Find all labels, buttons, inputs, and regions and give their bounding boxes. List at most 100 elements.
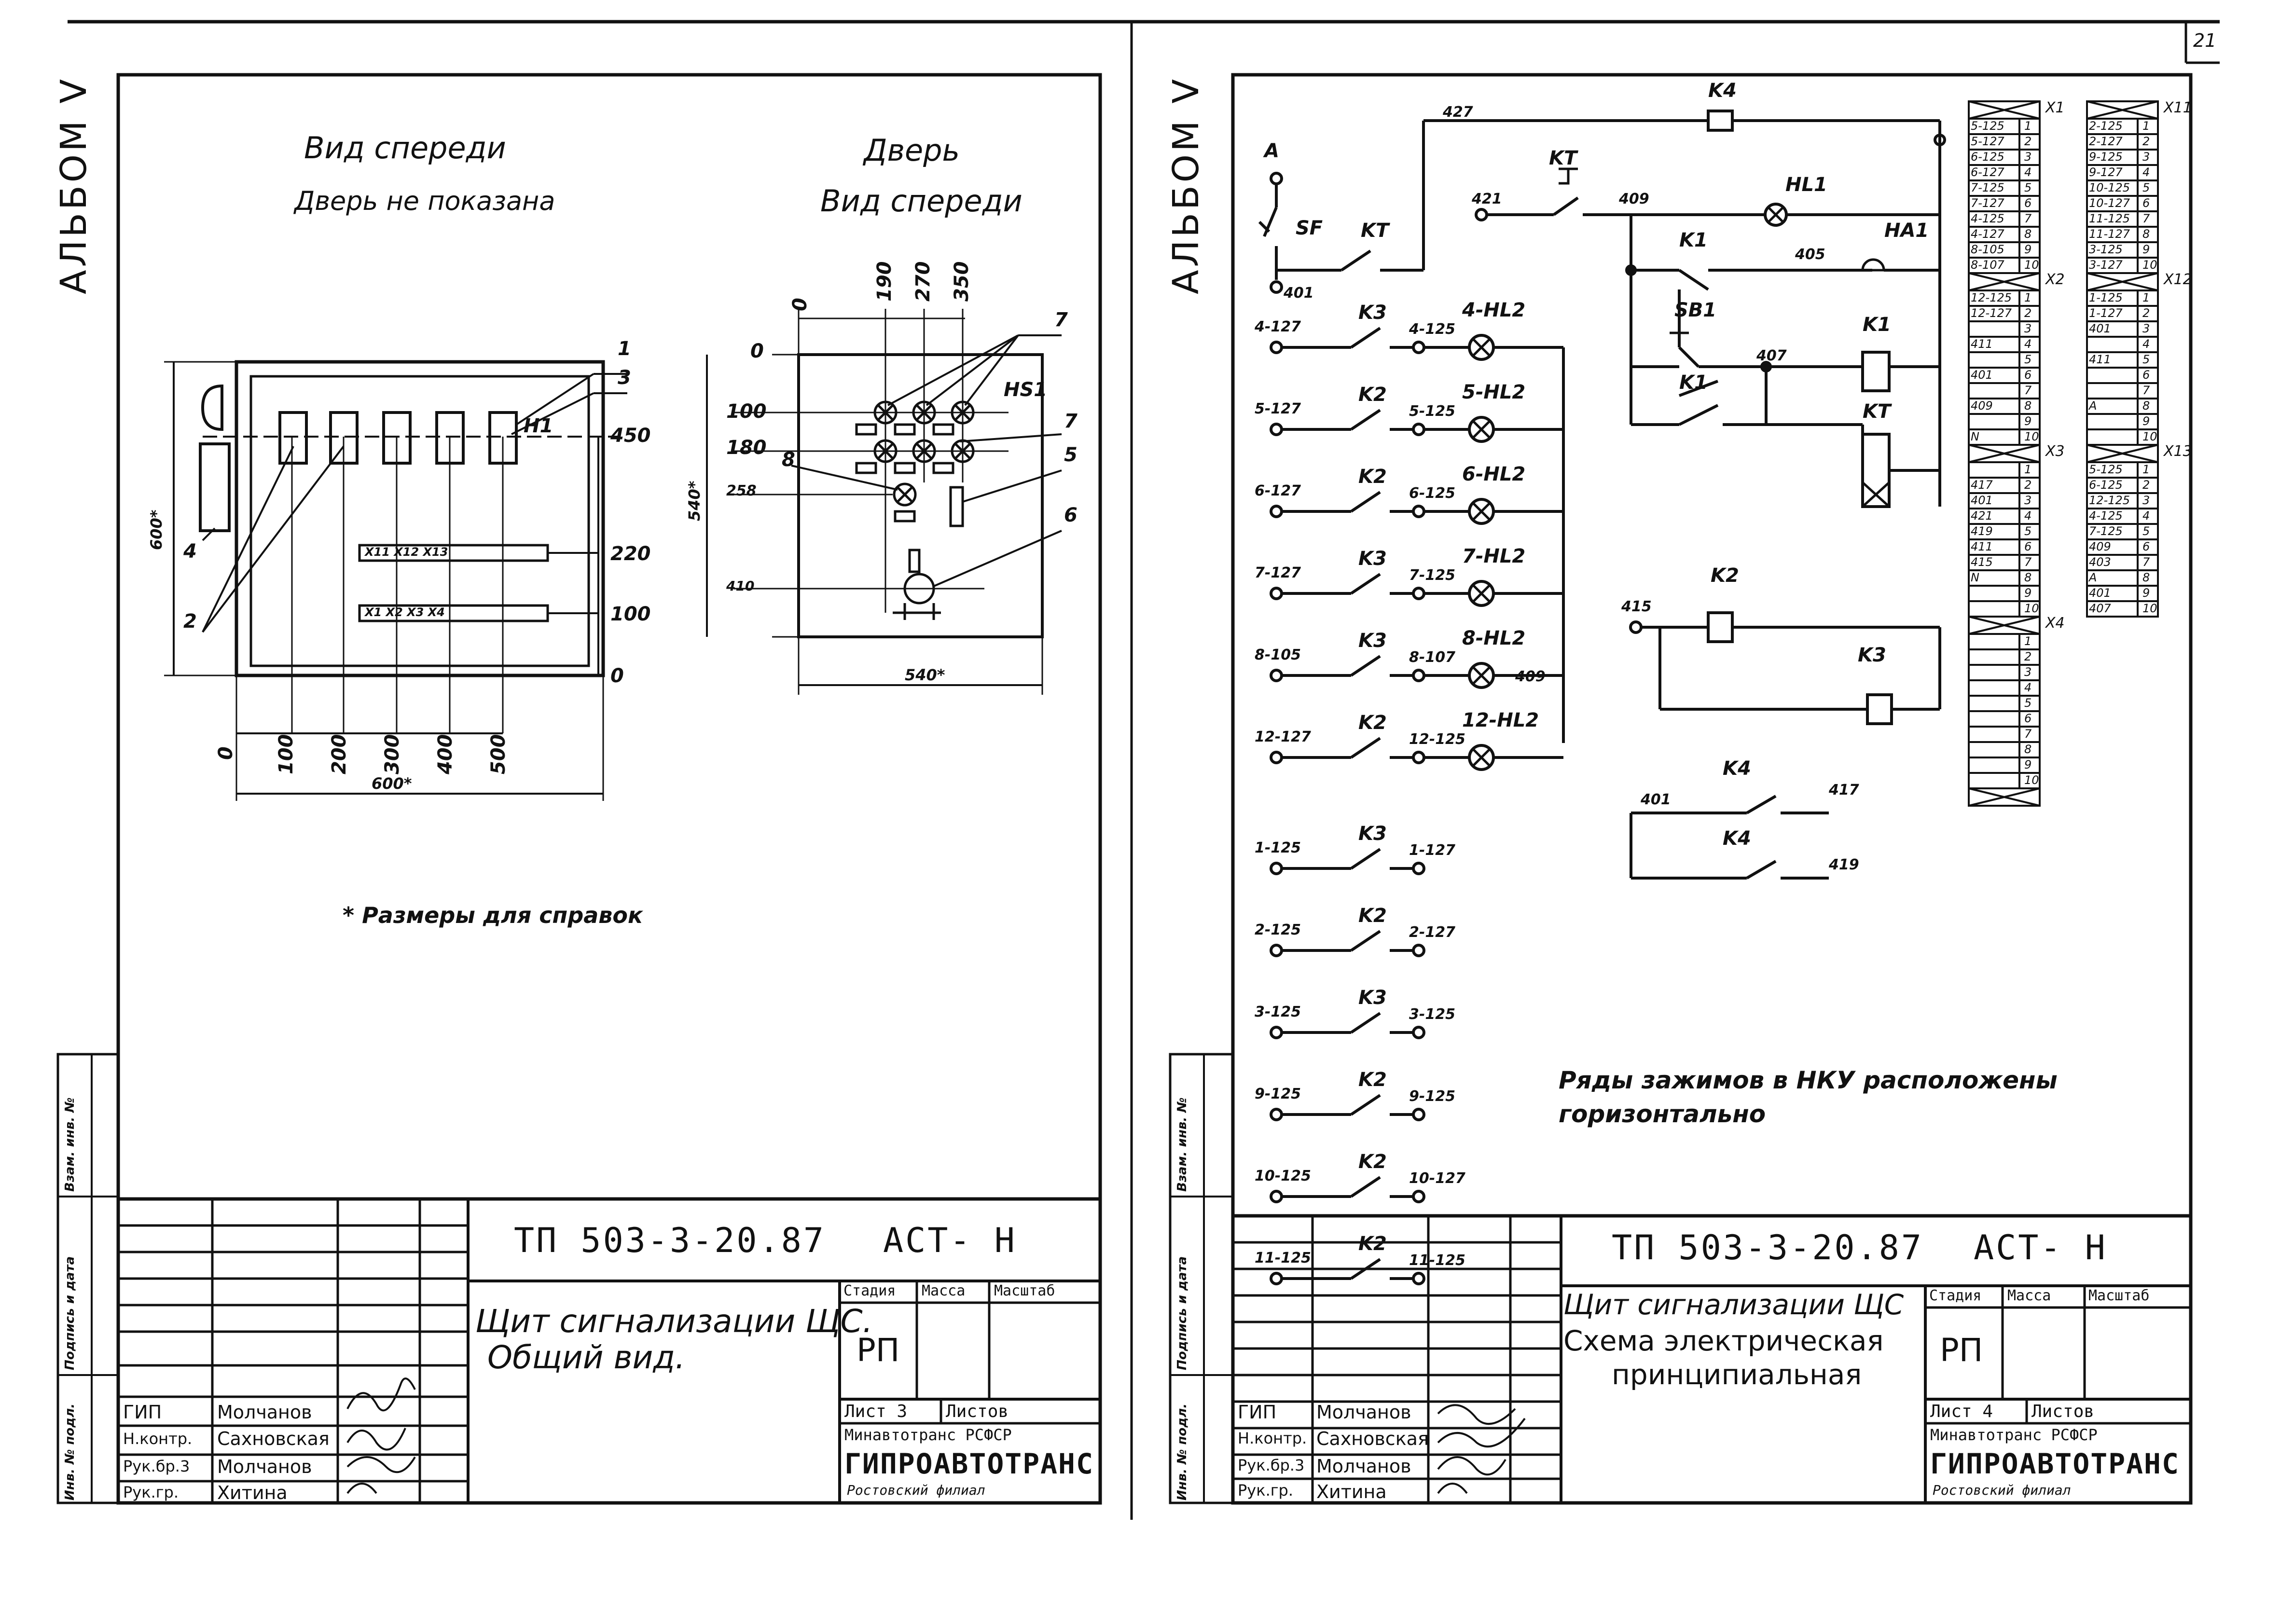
terminal-wire-cell (2086, 428, 2139, 446)
terminal-number-label: 7 (2024, 555, 2032, 569)
terminal-wire-cell (2086, 382, 2139, 399)
contact-row-mid-label: 11-125 (1409, 1252, 1465, 1269)
terminal-wire-label: 7-125 (1971, 181, 2004, 194)
right-name-1: Сахновская (1316, 1428, 1429, 1449)
door-view (706, 309, 1062, 695)
callout-1: 1 (618, 338, 631, 360)
door-dim-top-190: 190 (873, 261, 896, 302)
contact-row-relay-label: K3 (1358, 302, 1387, 324)
wire-421: 421 (1472, 191, 1502, 207)
contact-row-relay-label: K2 (1358, 1233, 1387, 1255)
door-dim-left-258: 258 (726, 482, 757, 499)
right-role-2: Рук.бр.3 (1238, 1456, 1305, 1474)
terminal-wire-label: 4-125 (1971, 212, 2004, 225)
terminal-wire-cell (1968, 679, 2020, 697)
callout-7: 7 (1054, 309, 1068, 331)
terminal-wire-label: 3-127 (2089, 258, 2123, 272)
left-stage-value: РП (857, 1332, 900, 1369)
right-org: ГИПРОАВТОТРАНС (1930, 1447, 2180, 1480)
terminal-number-label: 3 (2142, 494, 2150, 507)
terminal-number-label: 5 (2024, 353, 2032, 366)
lamp-window (278, 411, 308, 465)
terminal-number-label: 2 (2142, 135, 2150, 148)
dim-100: 100 (610, 603, 651, 625)
terminal-wire-cell (1968, 648, 2020, 666)
leader-2b (202, 445, 345, 633)
contact-row-left-label: 12-127 (1255, 729, 1311, 745)
terminal-wire-cell (1968, 633, 2020, 650)
left-doc-name2: Общий вид. (487, 1339, 685, 1376)
terminal-wire-label: 7-125 (2089, 524, 2123, 538)
left-branch: Ростовский филиал (847, 1482, 985, 1498)
terminal-block-end-cross (2087, 444, 2158, 463)
relay-contact (1350, 930, 1381, 952)
terminal-wire-label: 6-125 (2089, 478, 2123, 492)
lamp-cross (1472, 584, 1491, 603)
dim-bottom-500: 500 (487, 734, 510, 775)
label-K2-coil: K2 (1711, 564, 1739, 587)
terminal-number-label: 6 (2024, 368, 2032, 382)
left-stamp-inv: Инв. № подл. (63, 1403, 77, 1500)
terminal-number-label: 9 (2024, 243, 2032, 256)
terminal-number-label: 9 (2142, 243, 2150, 256)
terminal-number-label: 2 (2024, 306, 2032, 320)
terminal-wire-cell (1968, 757, 2020, 774)
terminal-number-label: 7 (2024, 727, 2032, 741)
left-sheets: Листов (946, 1402, 1009, 1421)
terminal-block-end (1968, 787, 2041, 807)
dim-0: 0 (610, 665, 624, 687)
relay-contact (1350, 737, 1381, 759)
left-name-0: Молчанов (217, 1402, 312, 1423)
terminal-number-label: 7 (2142, 555, 2150, 569)
lamp-label: 5-HL2 (1462, 381, 1526, 403)
contact-terminal-left (1270, 751, 1283, 764)
contact-terminal-left (1270, 505, 1283, 518)
contact-row-mid-label: 4-125 (1409, 321, 1455, 338)
terminal-wire-cell (1968, 413, 2020, 430)
leader-1 (515, 373, 594, 426)
terminal-number-label: 10 (2142, 430, 2157, 443)
terminal-number-label: 2 (2024, 478, 2032, 492)
terminal-wire-label: 5-125 (1971, 119, 2004, 133)
lamp-cross (1472, 420, 1491, 439)
right-branch: Ростовский филиал (1933, 1482, 2071, 1498)
contact-terminal-left (1270, 1190, 1283, 1203)
right-doc-name2: Схема электрическая (1563, 1324, 1884, 1357)
callout-8: 8 (782, 449, 795, 471)
contact-terminal-left (1270, 669, 1283, 682)
contact-row-left-label: 3-125 (1255, 1004, 1301, 1020)
terminal-number-label: 1 (2142, 463, 2150, 476)
terminal-wire-cell (1968, 772, 2020, 789)
signatures (346, 1377, 1526, 1494)
contact-row-relay-label: K2 (1358, 905, 1387, 927)
terminal-number-label: 10 (2024, 430, 2039, 443)
left-role-3: Рук.гр. (123, 1483, 179, 1501)
terminal-number-label: 4 (2142, 509, 2150, 523)
contact-terminal-mid (1412, 505, 1425, 518)
terminal-number-label: 1 (2142, 291, 2150, 304)
terminal-wire-label: 411 (1971, 540, 1993, 553)
contact-row-left-label: 6-127 (1255, 482, 1301, 499)
label-K3-coil: K3 (1858, 644, 1886, 666)
contact-terminal-mid (1412, 423, 1425, 436)
contact-row-relay-label: K3 (1358, 987, 1387, 1009)
contact-terminal-left (1270, 944, 1283, 957)
lamp-label: 7-HL2 (1462, 545, 1526, 567)
label-KT-contact: KT (1361, 220, 1389, 242)
terminal-block-end-cross (1968, 100, 2040, 120)
terminal-number-label: 10 (2024, 602, 2039, 615)
contact-row-relay-label: K3 (1358, 630, 1387, 652)
contact-terminal-mid (1412, 1108, 1425, 1121)
contact-terminal-left (1270, 862, 1283, 875)
callout-2: 2 (183, 610, 197, 633)
lamp-cross (1472, 338, 1491, 357)
right-name-2: Молчанов (1316, 1456, 1411, 1477)
terminal-number-label: 7 (2024, 384, 2032, 397)
terminal-number-label: 1 (2024, 634, 2032, 648)
left-role-0: ГИП (123, 1402, 162, 1423)
left-sheet-frame (116, 73, 1102, 1505)
terminal-wire-label: 407 (2089, 602, 2111, 615)
left-mass-header: Масса (922, 1282, 966, 1299)
label-K4-contact1: K4 (1723, 757, 1751, 780)
contact-terminal-mid (1412, 1272, 1425, 1285)
